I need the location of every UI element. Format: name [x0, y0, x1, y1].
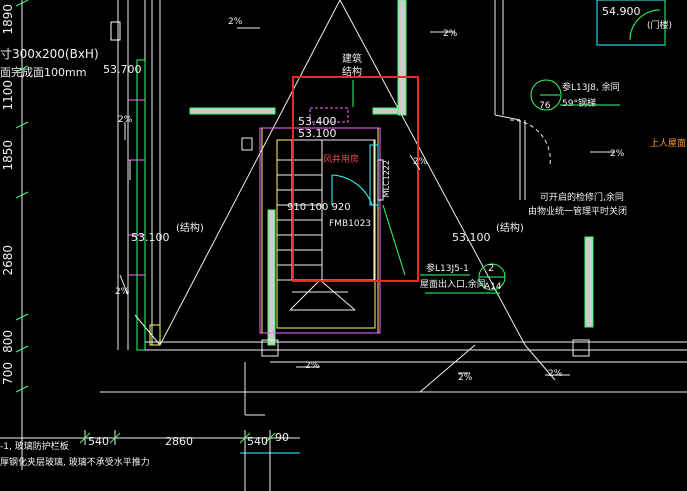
elevation-53100-left: 53.100	[131, 231, 170, 244]
ref-note-1-num: 76	[539, 101, 551, 111]
horizontal-walls	[100, 341, 687, 416]
struct-label-left: (结构)	[176, 223, 204, 234]
left-dim-ticks	[15, 0, 29, 393]
slope-3: 2%	[118, 115, 133, 125]
left-wall	[21, 0, 161, 470]
door-tag: (门楼)	[647, 21, 673, 31]
slope-arrows	[119, 27, 615, 376]
slope-2: 2%	[443, 29, 458, 39]
ref-note-1-sub: 59°钢梯	[562, 99, 596, 109]
ref-note-1: 参L13J8, 余同	[562, 83, 620, 93]
dim-left-5: 800	[1, 330, 15, 353]
struct-label-right: (结构)	[496, 223, 524, 234]
slope-4: 2%	[115, 287, 130, 297]
green-walls	[149, 0, 594, 357]
slope-7: 2%	[305, 361, 320, 371]
architect-label-1: 建筑	[342, 54, 362, 65]
dim-left-3: 1850	[1, 140, 15, 171]
slope-1: 2%	[228, 17, 243, 27]
stair-core	[241, 107, 384, 334]
elevation-54900: 54.900	[602, 5, 641, 18]
bottom-note-1: -1, 玻璃防护栏板	[0, 442, 69, 452]
ref-note-2-sub: A14	[484, 282, 502, 292]
openable-note-2: 由物业统一管理平时关闭	[528, 207, 628, 217]
dim-bottom-4: 90	[275, 431, 289, 444]
slope-5: 2%	[413, 157, 428, 167]
dim-left-1: 1890	[1, 4, 15, 35]
dim-left-2: 1100	[1, 80, 15, 111]
door-fm-label: FMB1023	[329, 219, 372, 229]
note-size: 寸300x200(BxH)	[0, 47, 99, 61]
elevation-53100-core: 53.100	[298, 127, 337, 140]
top-left-marker	[110, 21, 121, 41]
elevation-53400: 53.400	[298, 115, 337, 128]
elevation-53100-right: 53.100	[452, 231, 491, 244]
top-right-room	[494, 0, 666, 200]
note-finish: 面完成面100mm	[0, 66, 87, 79]
slope-6: 2%	[610, 149, 625, 159]
dim-left-4: 2680	[1, 245, 15, 276]
ref-note-2-text: 屋面出入口,余同	[420, 280, 486, 290]
dim-bottom-1: 540	[88, 435, 109, 448]
openable-note: 可开启的检修门,余同	[540, 193, 624, 203]
ref-note-2: 参L13J5-1	[426, 264, 469, 274]
architect-label-2: 结构	[342, 67, 362, 78]
duct-room-label: 风井用房	[323, 155, 360, 165]
slope-8: 2%	[458, 373, 473, 383]
roof-label: 上人屋面	[650, 139, 687, 149]
bottom-note-2: 厚钢化夹层玻璃, 玻璃不承受水平推力	[0, 458, 150, 468]
dim-bottom-3: 540	[247, 435, 268, 448]
door-dims: 910 100 920	[287, 202, 351, 213]
dim-bottom-2: 2860	[165, 435, 193, 448]
bottom-dim-ticks	[79, 432, 276, 444]
slope-9: 2%	[548, 369, 563, 379]
ref-note-2-num: 2	[488, 263, 495, 274]
selection-box[interactable]	[292, 76, 419, 282]
elevation-53700: 53.700	[103, 63, 142, 76]
right-door-swing	[509, 119, 551, 166]
left-wall-marks	[128, 59, 146, 351]
dim-left-6: 700	[1, 362, 15, 385]
door-mlc-label: MLC1222	[382, 160, 391, 198]
